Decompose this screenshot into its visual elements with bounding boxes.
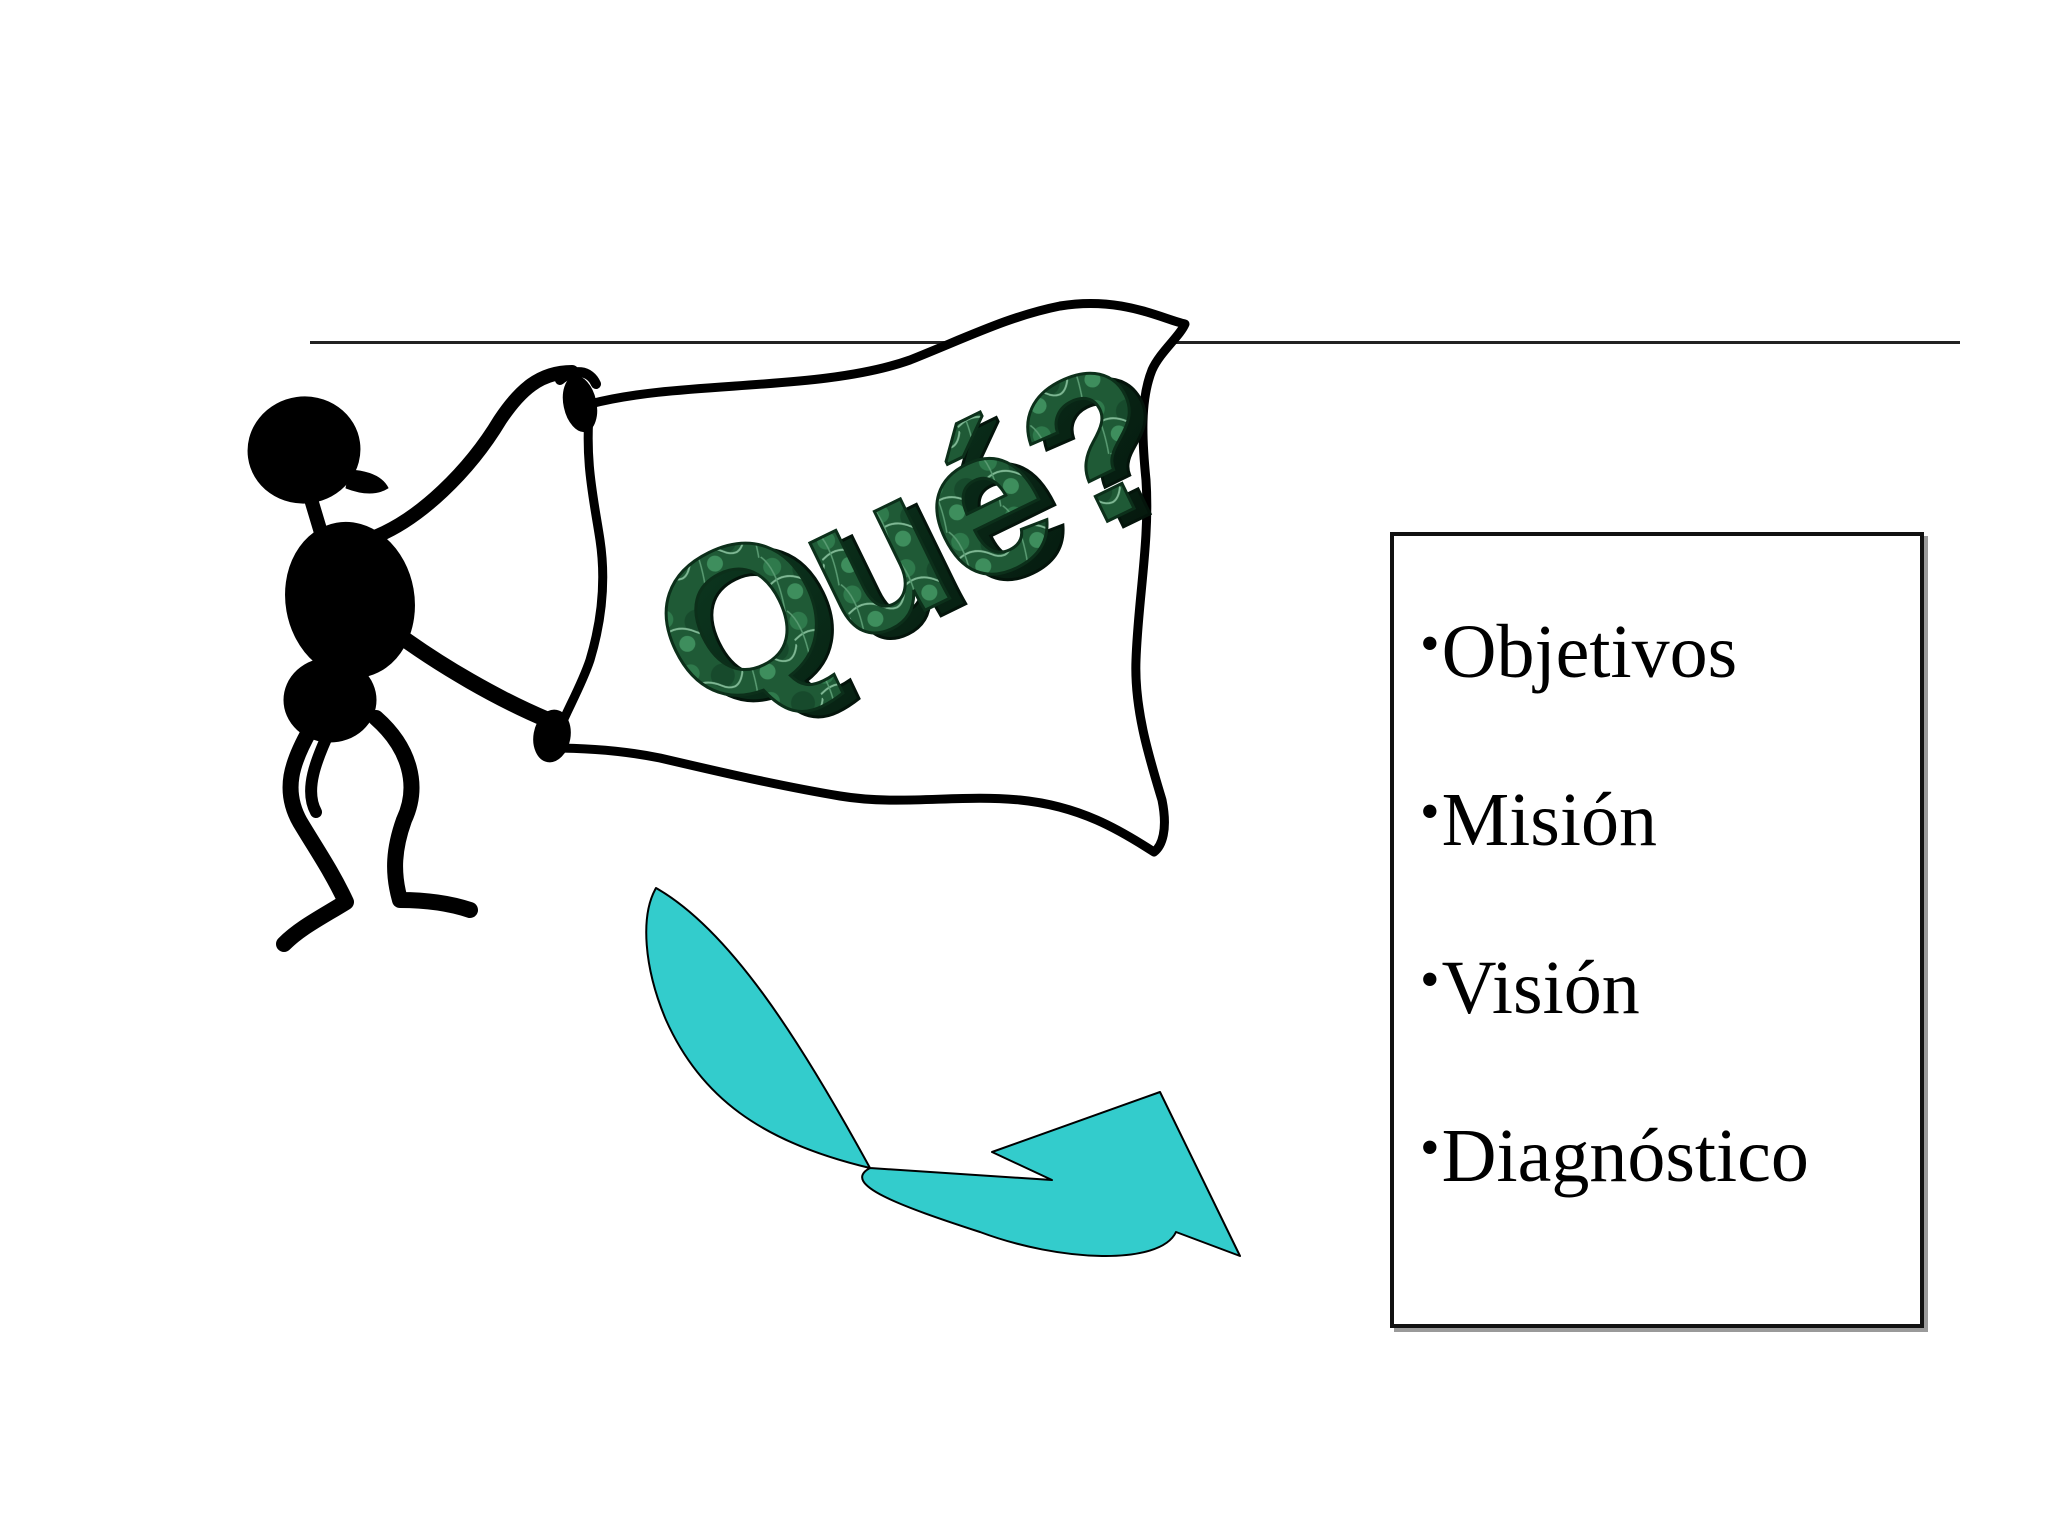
bullet-marker: • — [1420, 613, 1440, 675]
bullet-marker: • — [1420, 781, 1440, 843]
stick-figure-icon — [247, 365, 601, 952]
bullet-text: Diagnóstico — [1441, 1114, 1809, 1198]
bullet-marker: • — [1420, 1117, 1440, 1179]
curved-arrow-icon — [645, 887, 1241, 1257]
bullet-text: Objetivos — [1441, 610, 1738, 694]
bullet-text: Visión — [1441, 946, 1640, 1030]
bullet-item-diagnostico: • Diagnóstico — [1420, 1072, 1809, 1240]
bullet-box: • Objetivos • Misión • Visión • Diagnóst… — [1390, 532, 1924, 1328]
bullet-text: Misión — [1441, 778, 1657, 862]
bullet-item-mision: • Misión — [1420, 736, 1809, 904]
bullet-item-objetivos: • Objetivos — [1420, 568, 1809, 736]
bullet-item-vision: • Visión — [1420, 904, 1809, 1072]
bullet-list: • Objetivos • Misión • Visión • Diagnóst… — [1420, 568, 1809, 1240]
bullet-marker: • — [1420, 949, 1440, 1011]
